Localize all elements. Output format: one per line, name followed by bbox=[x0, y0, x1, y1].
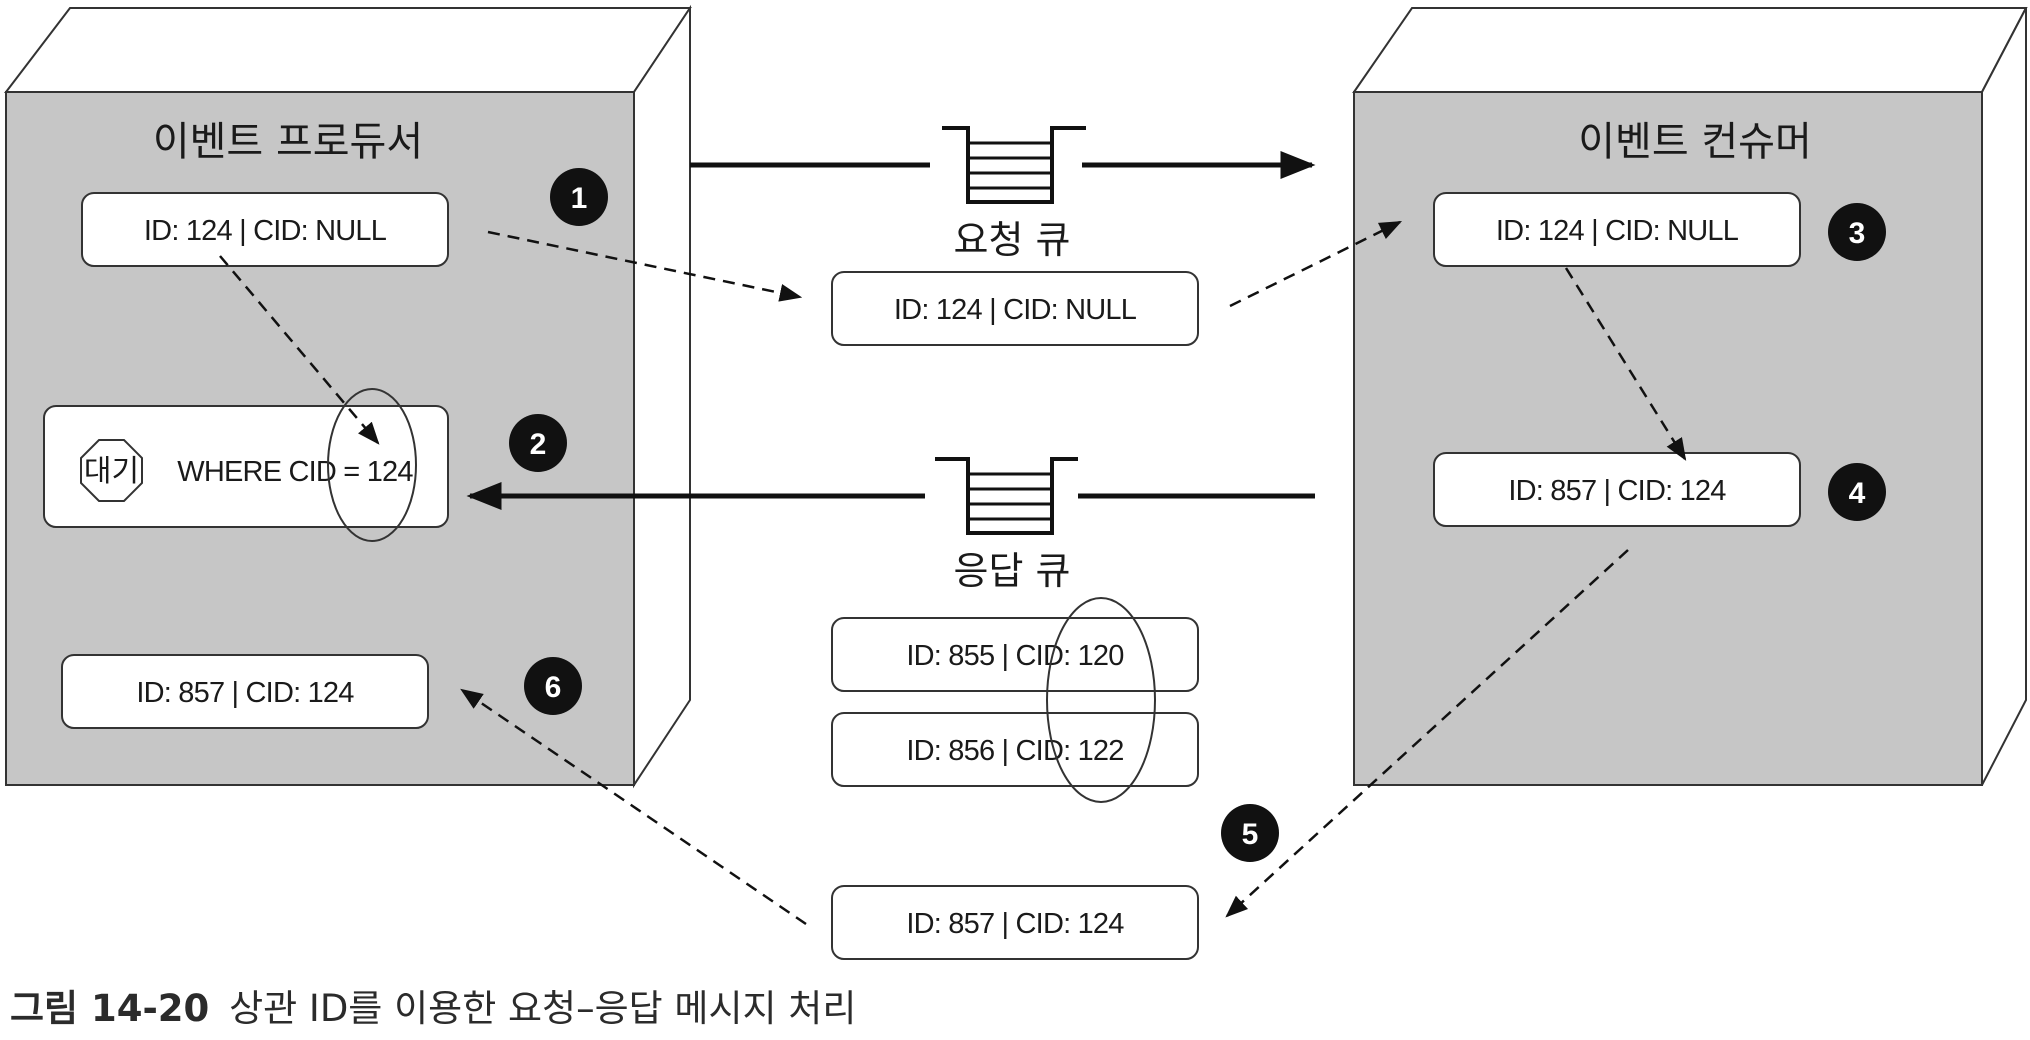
step-badge-5-label: 5 bbox=[1242, 818, 1259, 851]
step-badge-2: 2 bbox=[509, 414, 567, 472]
producer-message-1: ID: 124 | CID: NULL bbox=[81, 192, 449, 267]
step-badge-1: 1 bbox=[550, 168, 608, 226]
consumer-box-top bbox=[1352, 7, 2028, 93]
step-badge-2-circle bbox=[509, 414, 567, 472]
consumer-message-4: ID: 857 | CID: 124 bbox=[1433, 452, 1801, 527]
response-queue-icon bbox=[935, 457, 1078, 535]
step-badge-5: 5 bbox=[1221, 804, 1279, 862]
cid-scan-ellipse bbox=[1046, 597, 1156, 803]
figure-number: 그림 14-20 bbox=[10, 987, 210, 1030]
step-badge-1-label: 1 bbox=[571, 182, 588, 215]
step-badge-3-label: 3 bbox=[1849, 217, 1866, 250]
request-queue-icon bbox=[942, 126, 1086, 204]
wait-label: 대기 bbox=[84, 454, 139, 489]
producer-wait-box: 대기 WHERE CID = 124 bbox=[43, 388, 449, 542]
response-queue-label: 응답 큐 bbox=[954, 549, 1071, 593]
producer-title: 이벤트 프로듀서 bbox=[153, 119, 423, 165]
producer-message-6-text: ID: 857 | CID: 124 bbox=[136, 677, 354, 709]
arrow-response-to-producer bbox=[460, 688, 807, 926]
consumer-message-3: ID: 124 | CID: NULL bbox=[1433, 192, 1801, 267]
step-badge-4-label: 4 bbox=[1849, 477, 1866, 510]
consumer-title: 이벤트 컨슈머 bbox=[1578, 119, 1812, 165]
consumer-box: 이벤트 컨슈머 bbox=[1352, 7, 2028, 786]
consumer-box-side bbox=[1981, 7, 2027, 786]
response-outgoing-message: ID: 857 | CID: 124 bbox=[831, 885, 1199, 960]
producer-box-side bbox=[633, 4, 691, 789]
flow-arrows bbox=[219, 220, 1687, 926]
step-badge-5-circle bbox=[1221, 804, 1279, 862]
producer-box-top bbox=[3, 7, 692, 93]
where-clause: WHERE CID = 124 bbox=[177, 456, 413, 488]
step-badge-6: 6 bbox=[524, 657, 582, 715]
request-queue-message-text: ID: 124 | CID: NULL bbox=[894, 294, 1137, 326]
step-badge-3-circle bbox=[1828, 203, 1886, 261]
step-badge-4: 4 bbox=[1828, 463, 1886, 521]
response-queue-message-2: ID: 856 | CID: 122 bbox=[831, 712, 1199, 787]
response-queue-message-1-text: ID: 855 | CID: 120 bbox=[906, 640, 1123, 672]
arrow-message-to-wait bbox=[219, 255, 380, 445]
response-queue-message-1: ID: 855 | CID: 120 bbox=[831, 617, 1199, 692]
stop-sign-icon bbox=[80, 439, 143, 502]
step-badge-6-circle bbox=[524, 657, 582, 715]
cid-highlight-ellipse bbox=[327, 388, 417, 542]
request-queue-label: 요청 큐 bbox=[954, 218, 1071, 262]
figure-caption: 그림 14-20 상관 ID를 이용한 요청–응답 메시지 처리 bbox=[10, 978, 856, 1032]
request-queue: 요청 큐 bbox=[690, 126, 1316, 262]
response-queue-message-2-text: ID: 856 | CID: 122 bbox=[906, 735, 1123, 767]
step-badge-2-label: 2 bbox=[530, 428, 547, 461]
consumer-message-4-text: ID: 857 | CID: 124 bbox=[1508, 475, 1726, 507]
producer-message-6: ID: 857 | CID: 124 bbox=[61, 654, 429, 729]
step-badge-6-label: 6 bbox=[545, 671, 562, 704]
step-badge-3: 3 bbox=[1828, 203, 1886, 261]
arrow-consumer-to-response-queue bbox=[1225, 549, 1629, 918]
step-badge-1-circle bbox=[550, 168, 608, 226]
arrow-producer-to-request-queue bbox=[487, 230, 803, 302]
step-badge-4-circle bbox=[1828, 463, 1886, 521]
figure-caption-text: 상관 ID를 이용한 요청–응답 메시지 처리 bbox=[229, 987, 857, 1030]
request-queue-message: ID: 124 | CID: NULL bbox=[831, 271, 1199, 346]
consumer-message-3-text: ID: 124 | CID: NULL bbox=[1496, 215, 1739, 247]
response-queue: 응답 큐 bbox=[466, 457, 1315, 593]
response-outgoing-message-text: ID: 857 | CID: 124 bbox=[906, 908, 1124, 940]
arrow-consumer-process bbox=[1564, 267, 1687, 461]
producer-message-1-text: ID: 124 | CID: NULL bbox=[144, 215, 387, 247]
arrow-request-queue-to-consumer bbox=[1229, 220, 1403, 308]
